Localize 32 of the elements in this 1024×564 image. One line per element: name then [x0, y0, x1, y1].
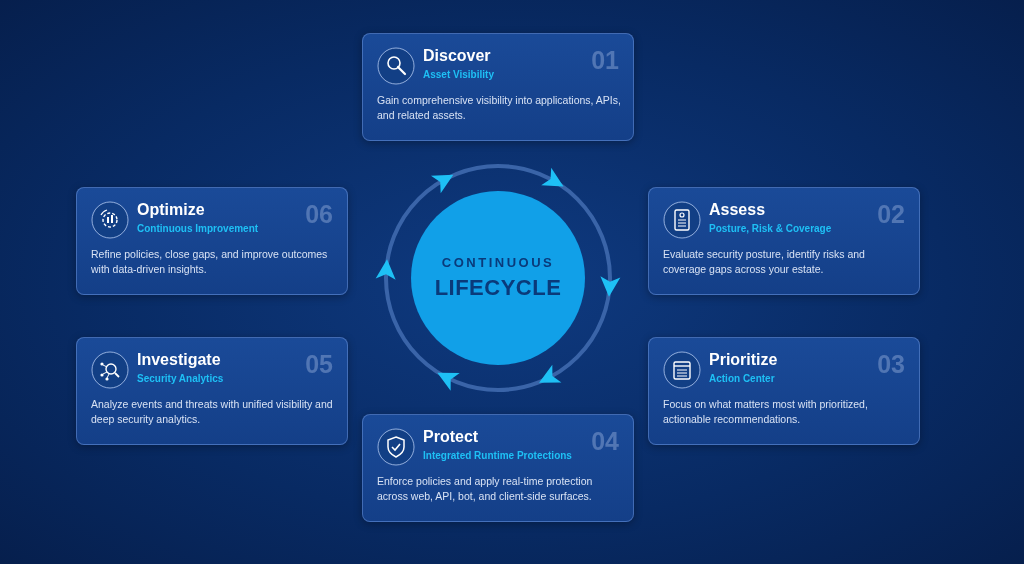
step-number: 05	[305, 350, 333, 379]
step-subtitle: Continuous Improvement	[137, 223, 259, 234]
step-card	[76, 187, 348, 295]
step-subtitle: Integrated Runtime Protections	[423, 450, 572, 461]
step-card	[362, 33, 634, 141]
step-subtitle: Security Analytics	[137, 373, 224, 384]
step-subtitle: Posture, Risk & Coverage	[709, 223, 832, 234]
step-title: Prioritize	[709, 351, 778, 369]
step-subtitle: Action Center	[709, 373, 775, 384]
step-subtitle: Asset Visibility	[423, 69, 494, 80]
step-description: Evaluate security posture, identify risks and coverage gaps across your estate.	[663, 247, 866, 277]
step-description: Gain comprehensive visibility into applications, APIs, and related assets.	[377, 93, 622, 123]
step-number: 01	[591, 46, 619, 75]
step-card	[362, 414, 634, 522]
step-number: 06	[305, 200, 333, 229]
step-title: Protect	[423, 428, 479, 446]
center-title: LIFECYCLE	[433, 275, 563, 301]
step-number: 03	[877, 350, 905, 379]
step-description: Refine policies, close gaps, and improve outcomes with data-driven insights.	[91, 247, 329, 277]
step-title: Investigate	[137, 351, 221, 369]
step-description: Analyze events and threats with unified visibility and deep security analytics.	[91, 397, 334, 427]
step-number: 02	[877, 200, 905, 229]
step-title: Assess	[709, 201, 766, 219]
step-number: 04	[591, 427, 619, 456]
step-title: Optimize	[137, 201, 205, 219]
step-card	[76, 337, 348, 445]
step-card	[648, 187, 920, 295]
step-description: Enforce policies and apply real-time protection across web, API, bot, and client-side surfaces.	[377, 474, 594, 504]
step-description: Focus on what matters most with prioritized, actionable recommendations.	[663, 397, 869, 427]
center-subtitle: CONTINUOUS	[440, 255, 556, 270]
step-title: Discover	[423, 47, 491, 65]
step-card	[648, 337, 920, 445]
